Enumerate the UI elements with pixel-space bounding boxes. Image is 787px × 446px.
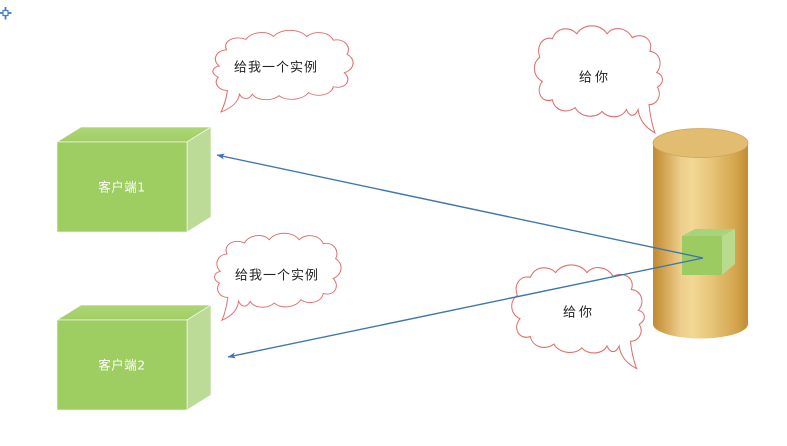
arrow-to-client2: [227, 257, 704, 359]
client-box-1: 客户端1: [55, 126, 213, 233]
cylinder-top: [652, 128, 749, 158]
client1-label: 客户端1: [98, 180, 145, 195]
arrow-to-client1: [216, 153, 704, 259]
client-box-2: 客户端2: [55, 304, 213, 411]
box2-top-face: [55, 304, 213, 321]
request2-text: 给我一个实例: [235, 269, 319, 284]
request-cloud-2: 给我一个实例: [214, 232, 342, 321]
client2-label: 客户端2: [98, 358, 145, 373]
crosshair-cursor-icon: [0, 7, 12, 20]
box1-side-face: [186, 126, 212, 233]
instance-arrows: [216, 153, 704, 359]
response-cloud-2: 给你: [511, 264, 645, 370]
cube-side-face: [722, 229, 735, 275]
instance-cube: [682, 229, 735, 275]
box1-top-face: [55, 126, 213, 143]
request-cloud-1: 给我一个实例: [212, 29, 354, 113]
cube-top-face: [682, 229, 735, 236]
request1-text: 给我一个实例: [234, 61, 318, 76]
box2-side-face: [186, 304, 212, 411]
response1-text: 给你: [579, 71, 611, 86]
box2-front-face: [56, 319, 188, 411]
response2-text: 给你: [563, 306, 595, 321]
response-cloud-1: 给你: [533, 25, 663, 134]
cube-front-face: [682, 236, 722, 275]
box1-front-face: [56, 141, 188, 233]
